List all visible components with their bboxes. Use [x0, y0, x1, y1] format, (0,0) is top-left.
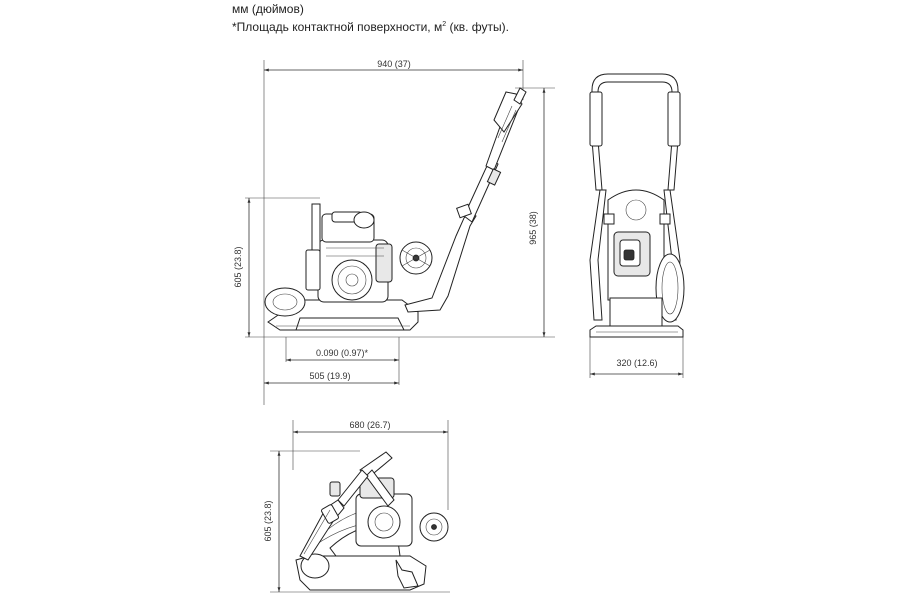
dim-label-contact: 0.090 (0.97)*: [316, 348, 369, 358]
side-view: [245, 60, 555, 405]
folded-view: [270, 420, 450, 593]
dim-label-940: 940 (37): [377, 59, 411, 69]
dim-label-505: 505 (19.9): [309, 371, 350, 381]
contact-area-note-sup: 2: [442, 21, 447, 28]
dim-label-605-folded: 605 (23.8): [263, 500, 273, 541]
dim-label-680: 680 (26.7): [349, 420, 390, 430]
contact-area-note: *Площадь контактной поверхности, м2 (кв.…: [232, 20, 509, 34]
side-view-dimensions: 940 (37) 965 (38) 605 (23.8) 0.090 (0.97…: [233, 59, 546, 385]
dim-label-320: 320 (12.6): [616, 358, 657, 368]
dim-label-605-side: 605 (23.8): [233, 246, 243, 287]
units-note: мм (дюймов): [232, 2, 304, 16]
dim-label-965: 965 (38): [528, 211, 538, 245]
front-view: [589, 73, 685, 378]
contact-area-note-text: *Площадь контактной поверхности, м: [232, 20, 443, 34]
contact-area-note-units: (кв. футы).: [446, 20, 509, 34]
folded-view-dimensions: 680 (26.7) 605 (23.8): [263, 420, 448, 592]
front-view-dimensions: 320 (12.6): [590, 358, 683, 376]
